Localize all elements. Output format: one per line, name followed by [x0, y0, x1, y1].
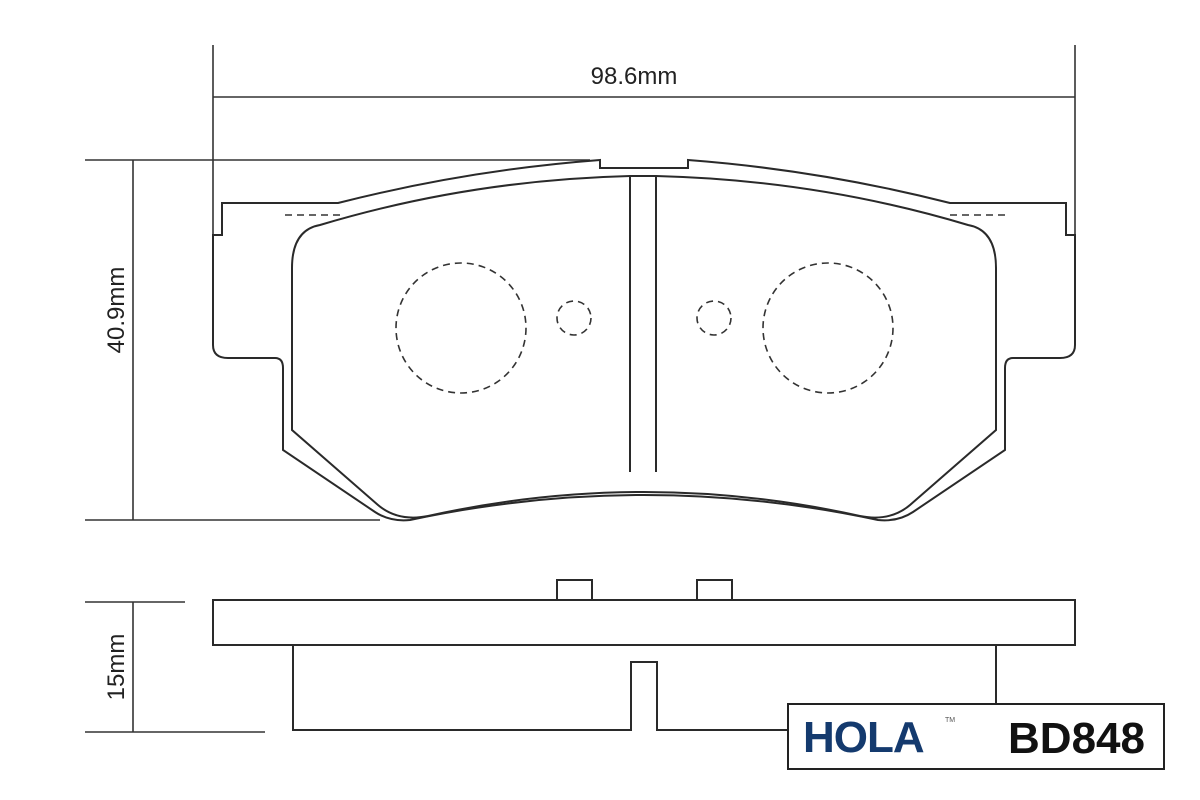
- side-view: [212, 579, 1076, 731]
- thickness-dimension: 15mm: [85, 601, 265, 733]
- height-label: 40.9mm: [103, 267, 130, 354]
- friction-pad-outline: [291, 175, 997, 519]
- pin-circle-left: [556, 300, 592, 336]
- pin-circle-right: [696, 300, 732, 336]
- width-label: 98.6mm: [591, 63, 678, 90]
- width-dimension: 98.6mm: [212, 45, 1076, 235]
- trademark-mark: TM: [945, 717, 956, 724]
- backing-plate-outline: [212, 158, 1076, 522]
- piston-circle-right: [762, 262, 894, 394]
- part-number: BD848: [1008, 714, 1145, 763]
- part-label-box: HOLA TM BD848: [787, 703, 1165, 770]
- piston-circle-left: [395, 262, 527, 394]
- height-dimension: 40.9mm: [85, 159, 590, 521]
- brand-logo: HOLA: [803, 713, 925, 762]
- thickness-label: 15mm: [103, 634, 130, 701]
